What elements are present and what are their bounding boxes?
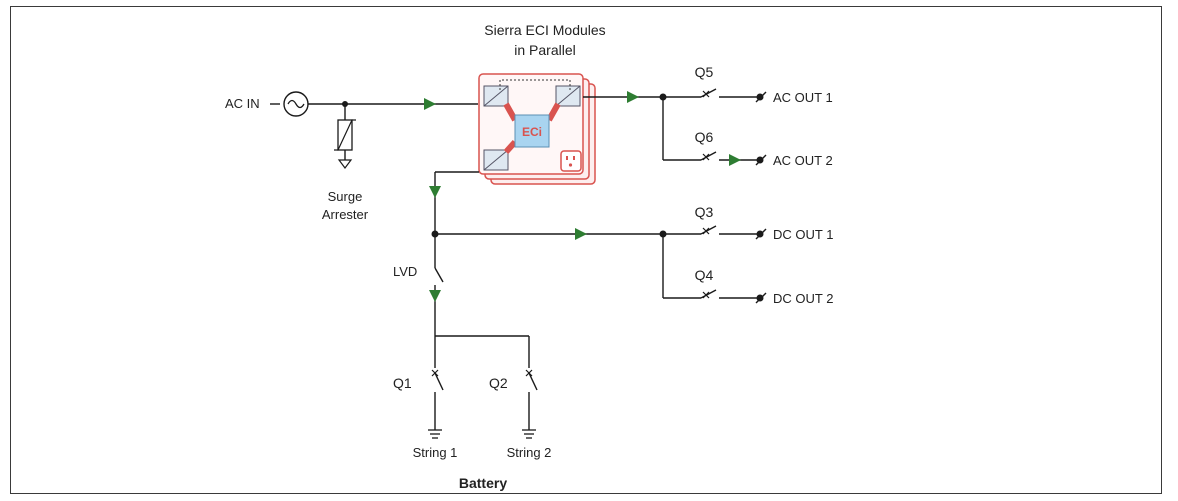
flow-arrow-ac-out	[627, 91, 639, 103]
terminal-icon	[755, 292, 767, 304]
ac-out-2-label: AC OUT 2	[773, 153, 833, 168]
ground-icon	[428, 429, 442, 439]
breaker-q3-icon	[700, 225, 760, 235]
diagram-frame	[10, 6, 1162, 494]
title-line-1: Sierra ECI Modules	[484, 22, 605, 38]
string-1-label: String 1	[413, 445, 458, 460]
ac-source-icon	[283, 91, 309, 117]
bypass-path	[499, 79, 571, 90]
breaker-q2-label: Q2	[489, 375, 508, 391]
surge-label-line-1: Surge	[328, 189, 363, 204]
eci-module-stack: ECi	[478, 73, 596, 185]
title-line-2: in Parallel	[514, 42, 575, 58]
string-2-label: String 2	[507, 445, 552, 460]
breaker-q5-icon	[700, 88, 760, 98]
terminal-icon	[755, 228, 767, 240]
eci-logo-box	[514, 114, 550, 148]
flow-arrow-ac-in	[424, 98, 436, 110]
lvd-switch-icon	[434, 267, 444, 336]
converter-icon	[483, 85, 509, 107]
converter-icon	[483, 149, 509, 171]
flow-arrow-ac-out-2	[729, 154, 741, 166]
terminal-icon	[755, 91, 767, 103]
flow-arrow-dc-out	[575, 228, 587, 240]
ac-in-label: AC IN	[225, 96, 260, 111]
flow-arrow-dc-down	[429, 186, 441, 198]
module-arm	[546, 102, 561, 122]
dc-out-1-label: DC OUT 1	[773, 227, 833, 242]
breaker-q1-icon	[431, 369, 444, 430]
terminal-icon	[755, 154, 767, 166]
breaker-q3-label: Q3	[695, 204, 714, 220]
module-arm	[503, 139, 518, 155]
surge-arrester-icon	[334, 104, 356, 169]
module-arm	[503, 102, 518, 122]
eci-logo-text: ECi	[522, 125, 542, 139]
outlet-icon	[560, 150, 582, 172]
breaker-q4-icon	[700, 289, 760, 299]
breaker-q6-label: Q6	[695, 129, 714, 145]
ground-icon	[522, 429, 536, 439]
breaker-q5-label: Q5	[695, 64, 714, 80]
breaker-q2-icon	[525, 369, 538, 430]
converter-icon	[555, 85, 581, 107]
surge-label-line-2: Arrester	[322, 207, 369, 222]
breaker-q1-label: Q1	[393, 375, 412, 391]
lvd-label: LVD	[393, 264, 417, 279]
battery-title: Battery	[459, 475, 507, 491]
ac-out-1-label: AC OUT 1	[773, 90, 833, 105]
breaker-q4-label: Q4	[695, 267, 714, 283]
flow-arrow-battery	[429, 290, 441, 302]
dc-out-2-label: DC OUT 2	[773, 291, 833, 306]
